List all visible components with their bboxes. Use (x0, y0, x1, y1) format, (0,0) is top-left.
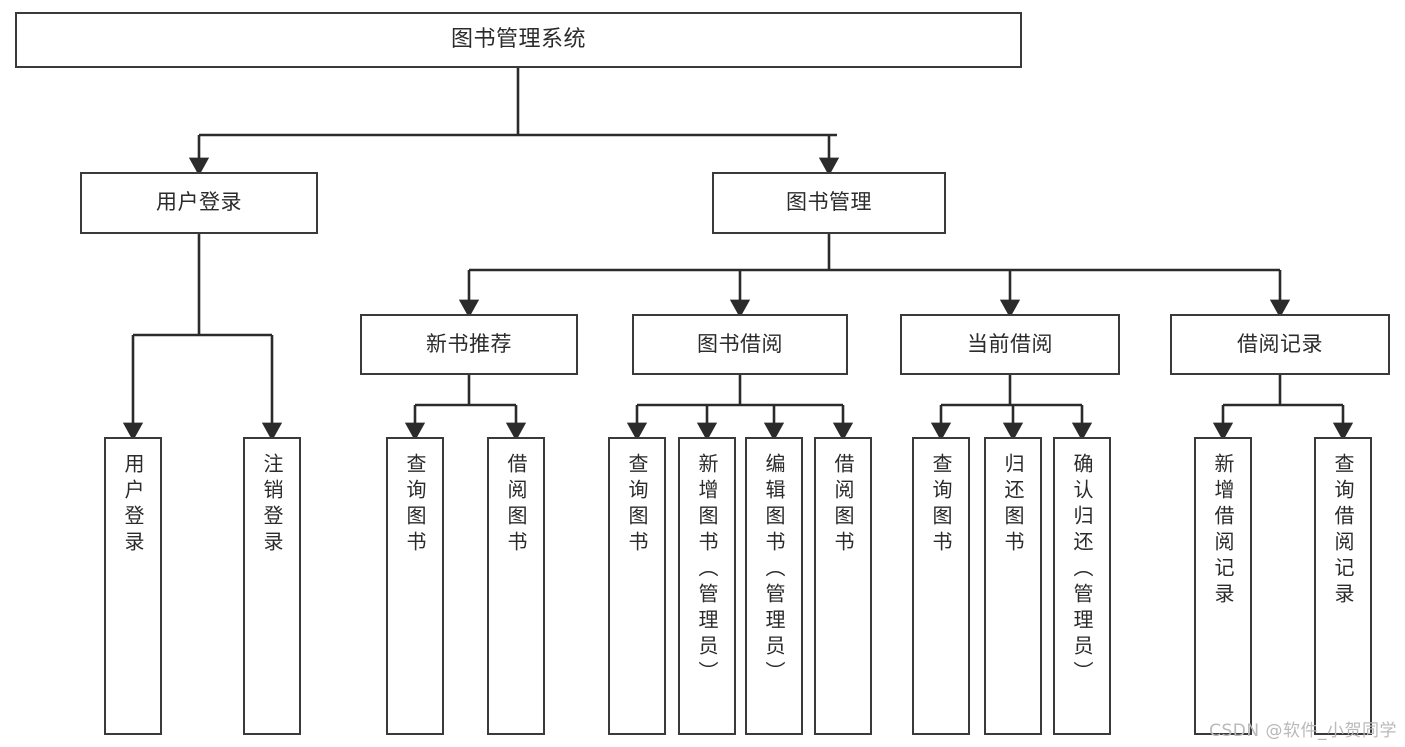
node-new-book-recommend-label: 新书推荐 (426, 331, 512, 356)
node-user-login-label: 用户登录 (156, 190, 242, 215)
node-leaf-confirm-return[interactable]: 确认归还（管理员） (1053, 437, 1111, 735)
node-user-login[interactable]: 用户登录 (80, 172, 318, 234)
node-leaf-borrow-book-1[interactable]: 借阅图书 (487, 437, 545, 735)
node-leaf-logout-login[interactable]: 注销登录 (243, 437, 301, 735)
node-leaf-return-book[interactable]: 归还图书 (984, 437, 1042, 735)
node-leaf-add-book-label: 新增图书（管理员） (695, 453, 719, 687)
node-leaf-borrow-book-1-label: 借阅图书 (504, 453, 528, 557)
node-book-manage-label: 图书管理 (786, 190, 872, 215)
node-book-manage[interactable]: 图书管理 (712, 172, 946, 234)
node-leaf-query-book-1-label: 查询图书 (403, 453, 427, 557)
node-leaf-add-record[interactable]: 新增借阅记录 (1194, 437, 1252, 735)
node-leaf-query-book-1[interactable]: 查询图书 (386, 437, 444, 735)
node-leaf-query-record-label: 查询借阅记录 (1331, 453, 1355, 609)
node-leaf-user-login-label: 用户登录 (121, 453, 145, 557)
node-book-borrow-label: 图书借阅 (697, 331, 783, 356)
node-current-borrow[interactable]: 当前借阅 (900, 314, 1120, 375)
node-book-borrow[interactable]: 图书借阅 (632, 314, 848, 375)
node-leaf-edit-book-label: 编辑图书（管理员） (762, 453, 786, 687)
node-current-borrow-label: 当前借阅 (967, 331, 1053, 356)
node-leaf-logout-login-label: 注销登录 (260, 453, 284, 557)
node-leaf-edit-book[interactable]: 编辑图书（管理员） (745, 437, 803, 735)
node-leaf-query-book-3-label: 查询图书 (929, 453, 953, 557)
node-root[interactable]: 图书管理系统 (15, 12, 1022, 68)
csdn-watermark: CSDN @软件_小贺同学 (1209, 721, 1397, 741)
node-leaf-add-book[interactable]: 新增图书（管理员） (678, 437, 736, 735)
node-borrow-record[interactable]: 借阅记录 (1170, 314, 1390, 375)
node-leaf-borrow-book-2-label: 借阅图书 (831, 453, 855, 557)
node-leaf-query-book-3[interactable]: 查询图书 (912, 437, 970, 735)
node-new-book-recommend[interactable]: 新书推荐 (360, 314, 578, 375)
node-root-label: 图书管理系统 (450, 26, 586, 52)
node-borrow-record-label: 借阅记录 (1237, 331, 1323, 356)
node-leaf-query-record[interactable]: 查询借阅记录 (1314, 437, 1372, 735)
node-leaf-query-book-2[interactable]: 查询图书 (608, 437, 666, 735)
node-leaf-return-book-label: 归还图书 (1001, 453, 1025, 557)
node-leaf-query-book-2-label: 查询图书 (625, 453, 649, 557)
node-leaf-borrow-book-2[interactable]: 借阅图书 (814, 437, 872, 735)
node-leaf-confirm-return-label: 确认归还（管理员） (1070, 453, 1094, 687)
node-leaf-user-login[interactable]: 用户登录 (104, 437, 162, 735)
node-leaf-add-record-label: 新增借阅记录 (1211, 453, 1235, 609)
